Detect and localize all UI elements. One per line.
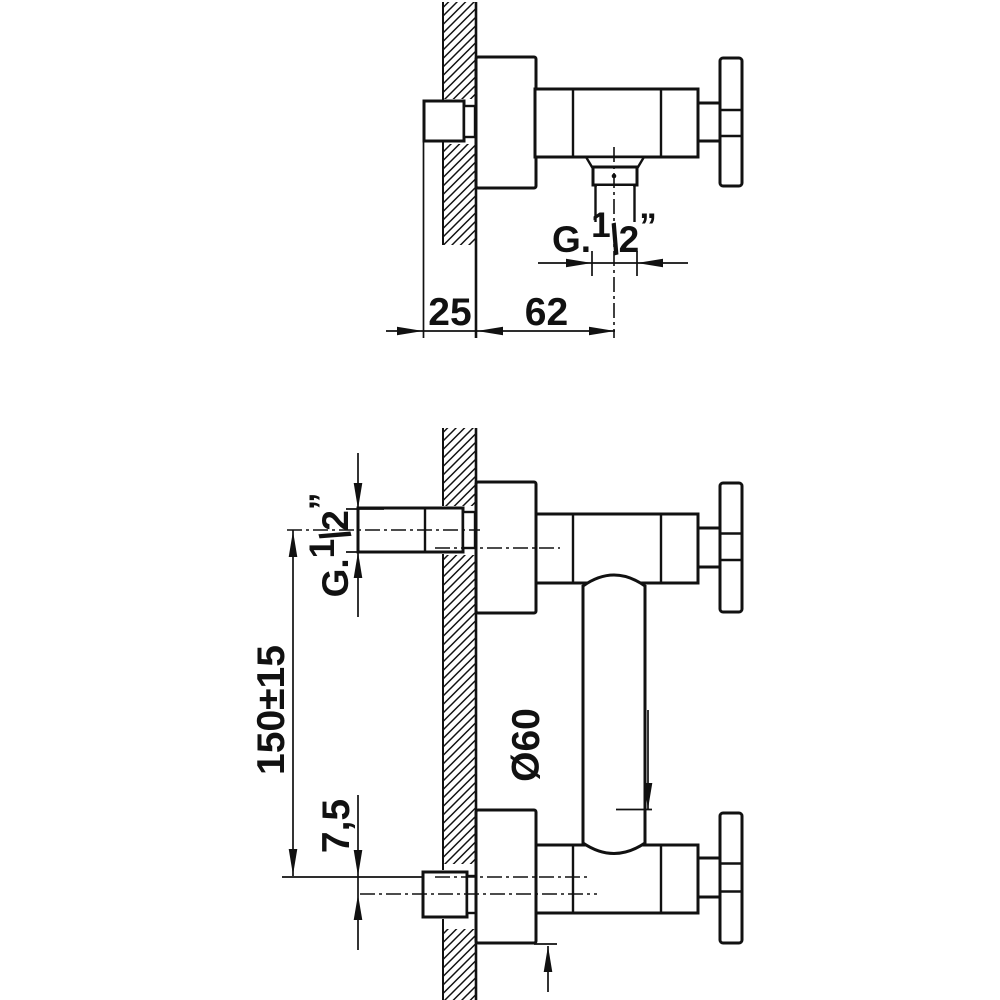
top-view-wall-plate — [474, 55, 538, 190]
thread-prefix: G. — [315, 558, 357, 598]
top-view-depth-dimensions — [386, 326, 615, 336]
dim-label-150: 150±15 — [249, 645, 293, 775]
front-view-offset-dimension — [353, 795, 363, 950]
top-view-outlet — [583, 147, 647, 338]
top-view-handle — [696, 56, 744, 188]
front-view-lower-handle — [696, 811, 744, 945]
front-view-riser-tube — [581, 573, 647, 855]
dim-label-7-5: 7,5 — [314, 798, 358, 854]
top-view-wall — [442, 2, 478, 338]
thread-numerator: 1 — [591, 206, 611, 246]
thread-inch-mark: ” — [639, 206, 657, 246]
front-view-upper-valve-body — [534, 512, 700, 585]
dim-label-d60: Ø60 — [504, 708, 548, 782]
front-view-upper-handle — [696, 481, 744, 614]
front-view-spacing-dimension — [288, 530, 298, 876]
dim-label-thread-front: G.1/2” — [303, 465, 360, 625]
thread-denominator: 2 — [618, 219, 640, 260]
thread-inch-mark: ” — [303, 492, 343, 511]
dim-label-thread-top: G.1/2” — [552, 208, 657, 264]
front-view-plate-diameter-dimension — [534, 710, 653, 992]
dim-label-62: 62 — [524, 290, 569, 334]
front-view-lower-valve-body — [534, 843, 700, 915]
top-view-thread-dimension — [538, 251, 688, 276]
dim-label-25: 25 — [428, 290, 472, 334]
front-view-thread-dimension — [346, 453, 384, 617]
top-view-valve-body — [533, 87, 700, 159]
thread-prefix: G. — [552, 219, 592, 260]
top-view-supply-stub — [422, 99, 477, 338]
front-view-wall — [442, 428, 478, 1000]
front-view-centerlines — [282, 529, 597, 895]
